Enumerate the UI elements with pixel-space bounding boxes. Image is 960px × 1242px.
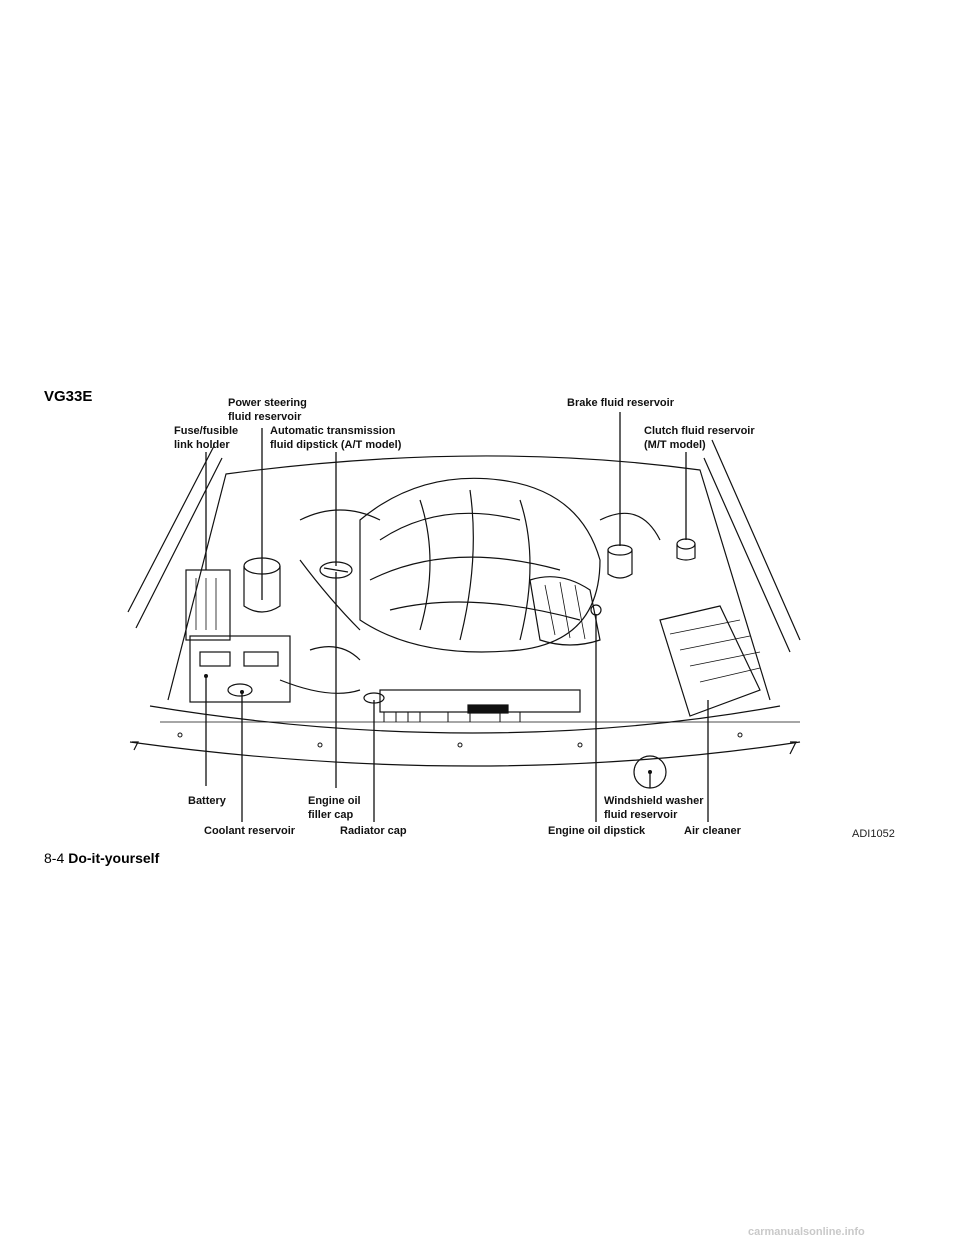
label-line: fluid reservoir [228, 411, 302, 423]
section-title: Do-it-yourself [68, 850, 160, 866]
label-battery: Battery [188, 794, 226, 808]
label-engine-oil-dipstick: Engine oil dipstick [548, 824, 645, 838]
label-line: Power steering [228, 397, 307, 409]
label-line: Engine oil dipstick [548, 825, 646, 837]
label-air-cleaner: Air cleaner [684, 824, 741, 838]
label-line: Automatic transmission [270, 425, 396, 437]
engine-model-heading: VG33E [44, 388, 93, 405]
label-line: Radiator cap [340, 825, 407, 837]
label-line: Air cleaner [684, 825, 741, 837]
label-coolant-reservoir: Coolant reservoir [204, 824, 295, 838]
label-windshield-washer-reservoir: Windshield washer fluid reservoir [604, 794, 704, 822]
label-line: Windshield washer [604, 795, 704, 807]
label-clutch-fluid-reservoir: Clutch fluid reservoir (M/T model) [644, 424, 755, 452]
label-line: filler cap [308, 809, 354, 821]
label-line: Battery [188, 795, 226, 807]
label-line: Coolant reservoir [204, 825, 296, 837]
label-radiator-cap: Radiator cap [340, 824, 407, 838]
label-at-fluid-dipstick: Automatic transmission fluid dipstick (A… [270, 424, 401, 452]
watermark: carmanualsonline.info [748, 1226, 865, 1238]
figure-id: ADI1052 [852, 828, 895, 840]
label-brake-fluid-reservoir: Brake fluid reservoir [567, 396, 674, 410]
label-line: Brake fluid reservoir [567, 397, 674, 409]
label-line: link holder [174, 439, 230, 451]
label-line: (M/T model) [644, 439, 706, 451]
label-line: Engine oil [308, 795, 361, 807]
label-line: Fuse/fusible [174, 425, 239, 437]
label-engine-oil-filler-cap: Engine oil filler cap [308, 794, 361, 822]
label-line: fluid reservoir [604, 809, 678, 821]
label-line: fluid dipstick (A/T model) [270, 439, 402, 451]
label-power-steering-reservoir: Power steering fluid reservoir [228, 396, 307, 424]
label-line: Clutch fluid reservoir [644, 425, 755, 437]
page-number: 8-4 [44, 850, 65, 866]
label-fuse-holder: Fuse/fusible link holder [174, 424, 238, 452]
